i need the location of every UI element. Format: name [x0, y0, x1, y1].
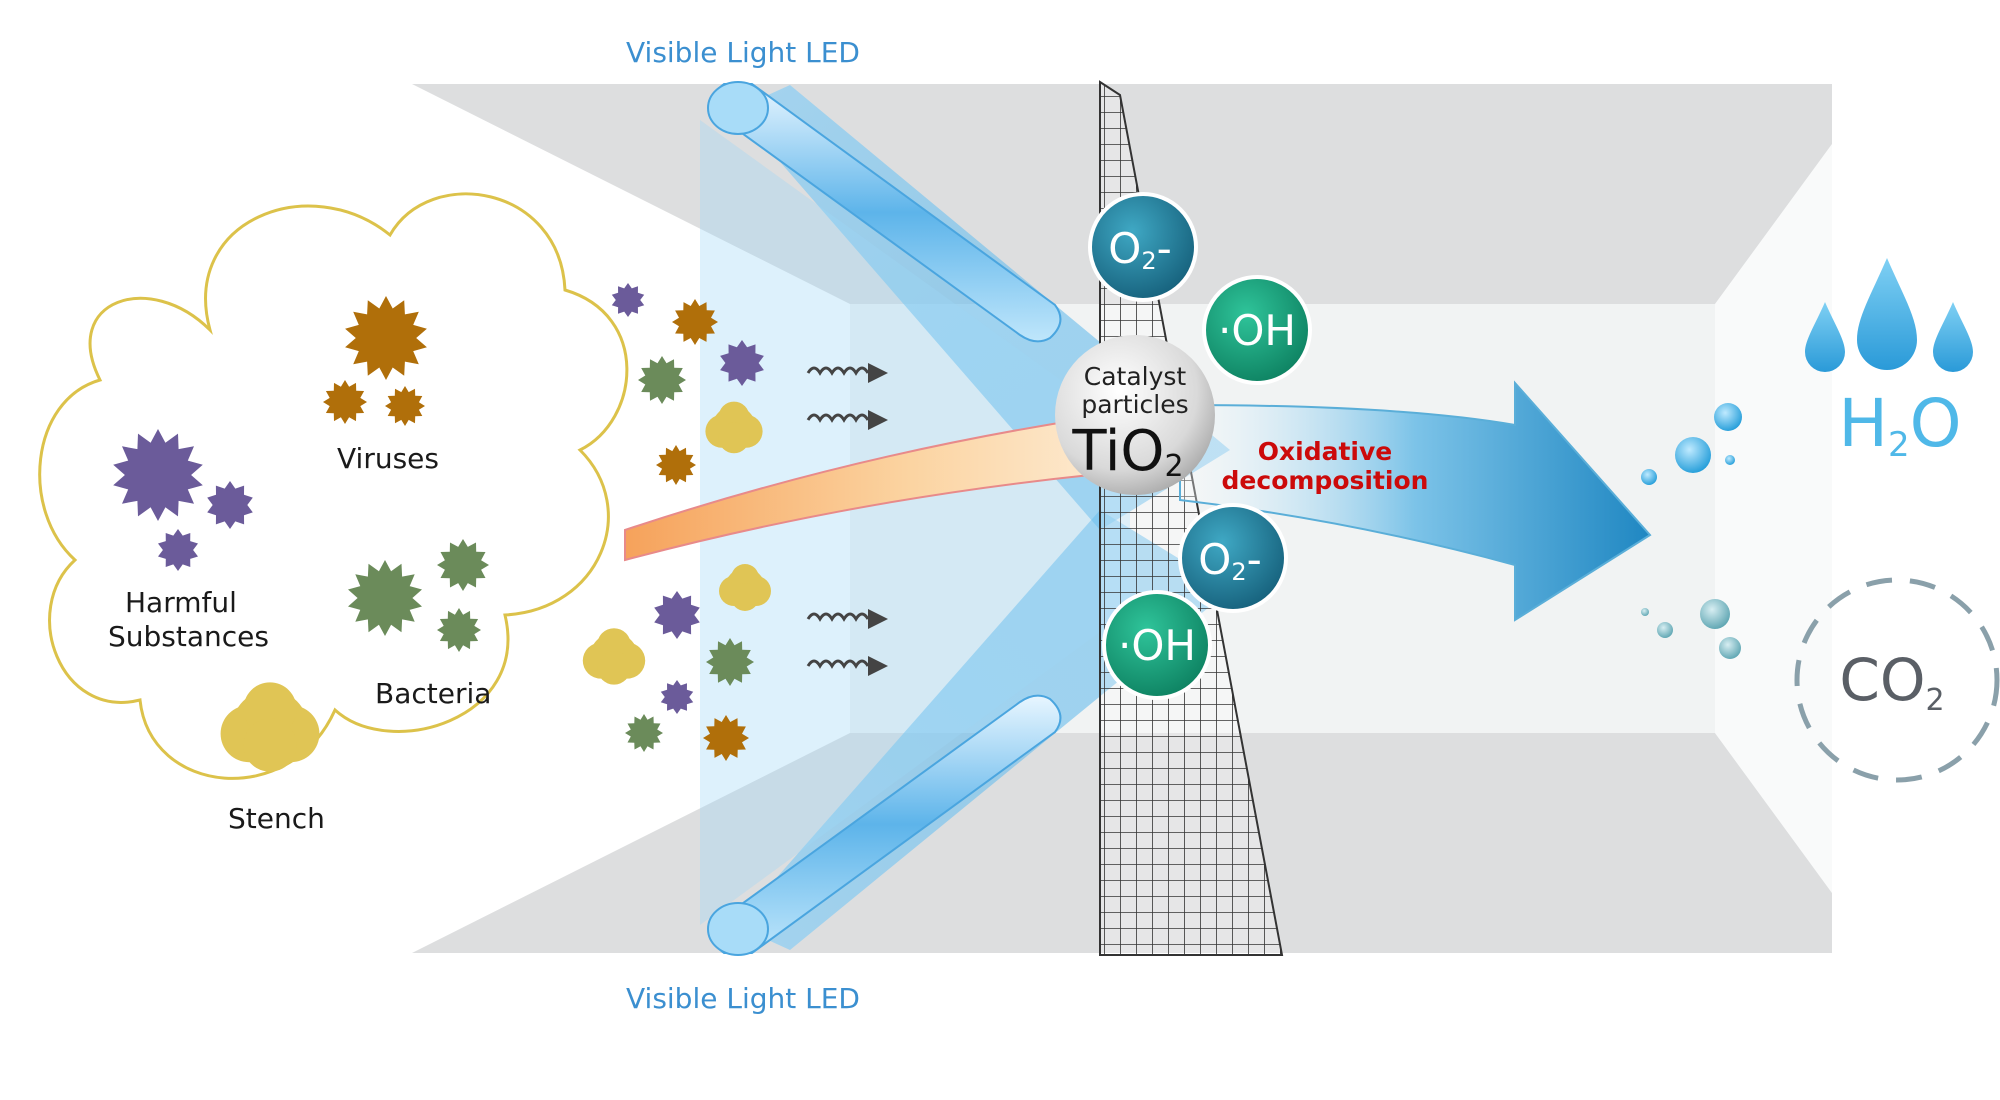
svg-text:·OH: ·OH	[1118, 621, 1196, 670]
harmful-particle	[611, 283, 645, 317]
led-tube-bottom	[707, 694, 1062, 956]
co2-label: CO2	[1839, 646, 1944, 718]
stench-label: Stench	[228, 802, 325, 835]
bacteria-particle	[706, 638, 754, 686]
harmful-particle	[720, 340, 764, 386]
led-label-bottom: Visible Light LED	[626, 982, 860, 1015]
virus-particle	[656, 445, 696, 485]
wavy-arrow-head	[868, 410, 888, 430]
harmful-particle	[654, 591, 700, 639]
svg-text:·OH: ·OH	[1218, 306, 1296, 355]
superoxide-radical-top: O2-	[1088, 192, 1198, 302]
stench-particle	[582, 628, 646, 685]
oxidative-label-line2: decomposition	[1222, 466, 1429, 495]
stench-particle	[220, 682, 320, 772]
harmful-particle	[113, 429, 203, 521]
stench-particle	[705, 401, 763, 454]
pollutant-particles	[113, 283, 771, 772]
pollutant-cloud	[38, 192, 629, 780]
stench-particle	[719, 564, 771, 611]
catalyst-label-line1: Catalyst	[1084, 362, 1187, 391]
bacteria-particle	[437, 608, 481, 652]
led-tube-top	[707, 81, 1062, 343]
purified-airflow-arrow	[1179, 380, 1652, 622]
harmful-particle	[158, 529, 198, 571]
bacteria-particle	[638, 356, 686, 404]
virus-particle	[672, 299, 718, 345]
svg-text:O2-: O2-	[1198, 535, 1262, 586]
output-bubbles	[1641, 403, 1742, 659]
harmful-substances-label-line2: Substances	[108, 620, 269, 653]
svg-text:O2-: O2-	[1108, 224, 1172, 275]
tio2-formula: TiO2	[1071, 419, 1183, 484]
wavy-arrow-head	[868, 656, 888, 676]
oxidative-label-line1: Oxidative	[1258, 437, 1393, 466]
hydroxyl-radical-top: ·OH	[1202, 275, 1312, 385]
bacteria-label: Bacteria	[375, 677, 491, 710]
bacteria-particle	[437, 539, 489, 591]
wavy-arrow	[806, 366, 870, 376]
wavy-arrow	[806, 612, 870, 622]
superoxide-radical-bottom: O2-	[1178, 503, 1288, 613]
harmful-particle	[660, 680, 694, 714]
harmful-substances-label-line1: Harmful	[125, 586, 237, 619]
virus-particle	[385, 386, 425, 426]
tio2-catalyst: Catalyst particles TiO2	[1055, 335, 1215, 495]
bacteria-particle	[348, 560, 422, 636]
harmful-particle	[207, 481, 253, 529]
hydroxyl-radical-bottom: ·OH	[1102, 590, 1212, 700]
water-drops-icon	[1805, 258, 1973, 372]
h2o-label: H2O	[1838, 385, 1961, 465]
wavy-arrow-head	[868, 363, 888, 383]
virus-particle	[703, 715, 749, 761]
bacteria-particle	[625, 714, 663, 752]
led-label-top: Visible Light LED	[626, 36, 860, 69]
tio2-subscript: 2	[1165, 449, 1184, 484]
viruses-label: Viruses	[337, 442, 439, 475]
virus-particle	[323, 380, 367, 424]
virus-particle	[345, 296, 427, 380]
wavy-arrow	[806, 659, 870, 669]
co2-circle	[1794, 577, 2000, 783]
wavy-arrow-head	[868, 609, 888, 629]
wavy-arrows	[806, 363, 888, 676]
catalyst-label-line2: particles	[1081, 390, 1188, 419]
wavy-arrow	[806, 413, 870, 423]
